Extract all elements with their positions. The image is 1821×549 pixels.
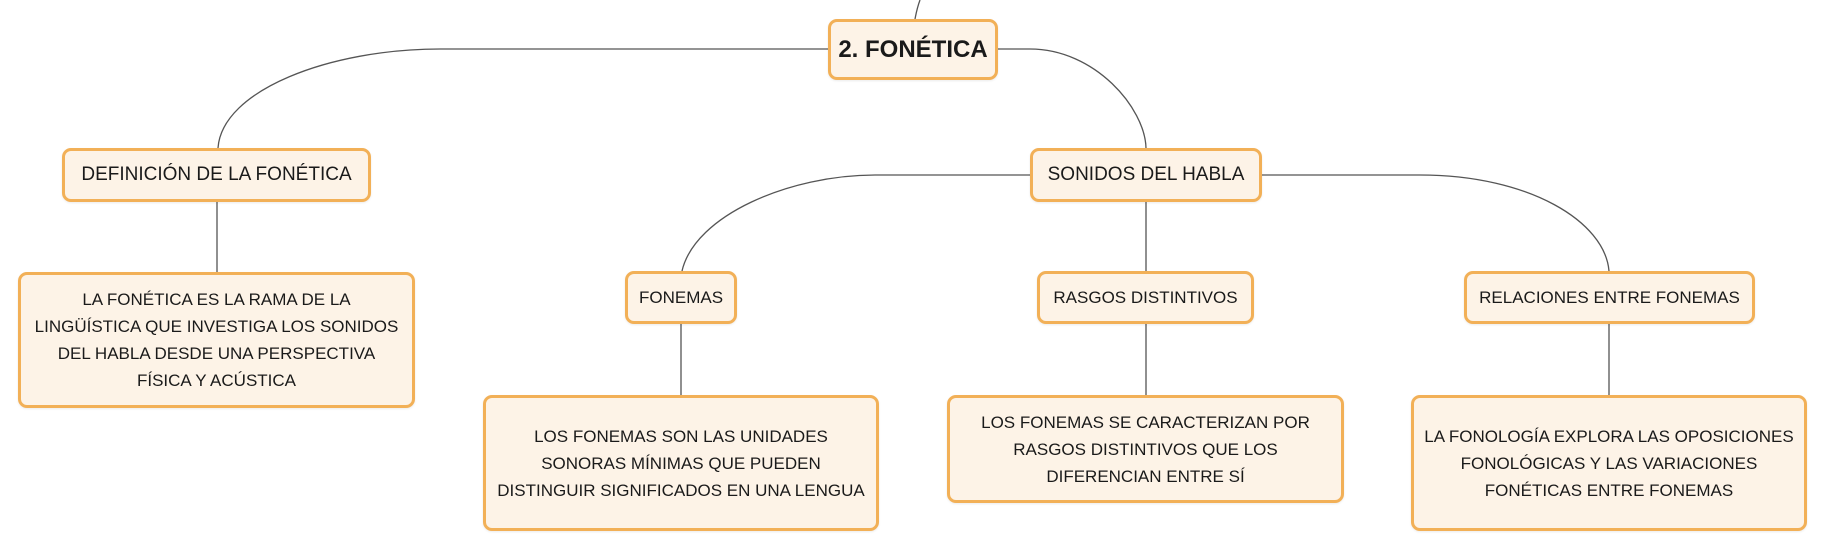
rasgos-description-node[interactable]: LOS FONEMAS SE CARACTERIZAN POR RASGOS D… — [947, 395, 1344, 503]
rasgos-description-text: LOS FONEMAS SE CARACTERIZAN POR RASGOS D… — [981, 412, 1310, 486]
rasgos-node-label: RASGOS DISTINTIVOS — [1053, 287, 1238, 307]
definicion-description-node[interactable]: LA FONÉTICA ES LA RAMA DE LA LINGÜÍSTICA… — [18, 272, 415, 408]
fonemas-description-text: LOS FONEMAS SON LAS UNIDADES SONORAS MÍN… — [497, 426, 865, 500]
sonidos-node-label: SONIDOS DEL HABLA — [1047, 164, 1245, 185]
edge-root-sonidos — [998, 48, 1147, 149]
edge-parent-root — [914, 0, 921, 20]
definicion-node-label: DEFINICIÓN DE LA FONÉTICA — [81, 164, 352, 185]
relaciones-description-node[interactable]: LA FONOLOGÍA EXPLORA LAS OPOSICIONES FON… — [1411, 395, 1807, 531]
root-node[interactable]: 2. FONÉTICA — [828, 19, 998, 80]
edge-sonidos-fonemas — [681, 174, 1030, 272]
edge-root-definicion — [217, 48, 828, 149]
fonemas-node-label: FONEMAS — [638, 287, 724, 307]
fonemas-node[interactable]: FONEMAS — [625, 271, 737, 324]
fonemas-description-node[interactable]: LOS FONEMAS SON LAS UNIDADES SONORAS MÍN… — [483, 395, 879, 531]
edge-sonidos-relaciones — [1262, 174, 1610, 272]
root-node-label: 2. FONÉTICA — [838, 35, 988, 63]
definicion-description-text: LA FONÉTICA ES LA RAMA DE LA LINGÜÍSTICA… — [34, 290, 399, 390]
definicion-node[interactable]: DEFINICIÓN DE LA FONÉTICA — [62, 148, 371, 202]
sonidos-node[interactable]: SONIDOS DEL HABLA — [1030, 148, 1262, 202]
relaciones-node-label: RELACIONES ENTRE FONEMAS — [1479, 287, 1740, 307]
rasgos-node[interactable]: RASGOS DISTINTIVOS — [1037, 271, 1254, 324]
relaciones-description-text: LA FONOLOGÍA EXPLORA LAS OPOSICIONES FON… — [1424, 426, 1794, 500]
relaciones-node[interactable]: RELACIONES ENTRE FONEMAS — [1464, 271, 1755, 324]
